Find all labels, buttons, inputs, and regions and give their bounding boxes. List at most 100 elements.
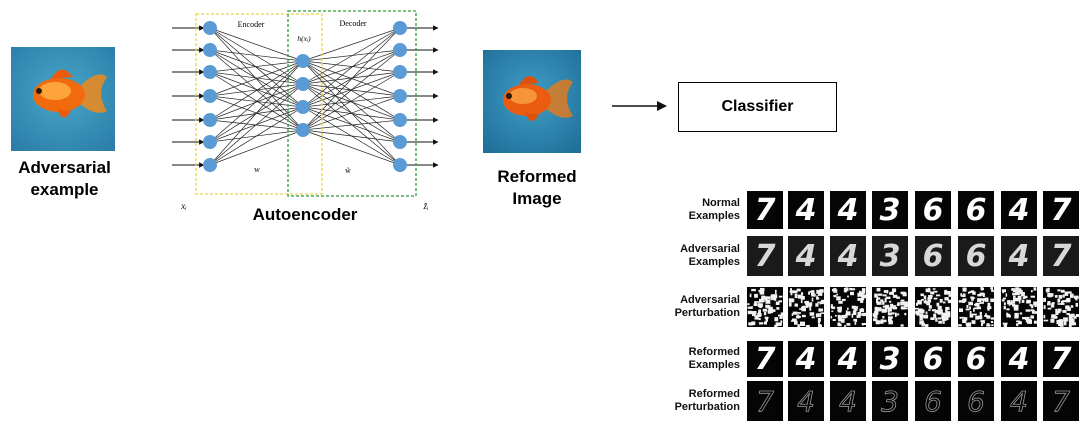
noise-speck bbox=[904, 312, 907, 316]
digit-glyph: 3 bbox=[881, 384, 900, 418]
noise-speck bbox=[973, 307, 975, 312]
encoder-edge bbox=[209, 27, 304, 108]
noise-speck bbox=[942, 313, 946, 316]
noise-speck bbox=[1065, 305, 1070, 310]
noise-speck bbox=[800, 296, 805, 300]
caption-line: Image bbox=[512, 189, 562, 208]
noise-speck bbox=[1020, 292, 1025, 297]
digit-glyph: 4 bbox=[795, 238, 817, 274]
noise-speck bbox=[753, 303, 758, 306]
noise-speck bbox=[930, 317, 935, 320]
noise-speck bbox=[935, 317, 938, 322]
noise-speck bbox=[1014, 315, 1019, 319]
noise-speck bbox=[1073, 295, 1079, 299]
reformed-image bbox=[483, 50, 581, 153]
noise-speck bbox=[991, 287, 994, 291]
noise-speck bbox=[791, 313, 794, 316]
digit-cell-reformed: 4 bbox=[830, 341, 866, 377]
noise-speck bbox=[919, 318, 923, 321]
noise-speck bbox=[756, 301, 761, 303]
noise-speck bbox=[754, 315, 759, 320]
noise-speck bbox=[1057, 303, 1062, 305]
noise-speck bbox=[966, 305, 969, 308]
noise-speck bbox=[1051, 314, 1056, 319]
noise-speck bbox=[919, 320, 924, 325]
noise-speck bbox=[851, 313, 854, 318]
noise-speck bbox=[765, 300, 771, 304]
digit-glyph: 6 bbox=[967, 384, 986, 418]
noise-speck bbox=[791, 318, 797, 322]
noise-speck bbox=[797, 294, 802, 299]
noise-speck bbox=[1061, 300, 1064, 305]
encoder-edge bbox=[209, 49, 304, 62]
noise-speck bbox=[1006, 308, 1010, 311]
noise-speck bbox=[751, 288, 756, 292]
noise-speck bbox=[771, 309, 776, 312]
noise-speck bbox=[831, 306, 836, 310]
noise-speck bbox=[1001, 299, 1005, 302]
noise-speck bbox=[794, 303, 798, 307]
noise-speck bbox=[857, 297, 861, 301]
digit-glyph: 7 bbox=[1050, 341, 1072, 377]
noise-speck bbox=[888, 316, 893, 319]
digit-glyph: 7 bbox=[754, 192, 776, 228]
noise-speck bbox=[818, 324, 822, 327]
noise-speck bbox=[1056, 320, 1061, 323]
noise-speck bbox=[876, 301, 882, 305]
noise-speck bbox=[1043, 297, 1046, 302]
noise-speck bbox=[1031, 309, 1035, 314]
noise-speck bbox=[968, 301, 973, 306]
encoder-edge bbox=[209, 60, 304, 73]
noise-speck bbox=[811, 316, 815, 319]
noise-speck bbox=[896, 296, 900, 299]
noise-speck bbox=[819, 289, 824, 293]
noise-speck bbox=[934, 310, 938, 314]
noise-speck bbox=[775, 322, 780, 327]
noise-speck bbox=[889, 300, 892, 303]
digit-cell-reformed-perturbation: 4 bbox=[830, 381, 866, 421]
noise-speck bbox=[1015, 290, 1018, 293]
noise-speck bbox=[1034, 303, 1037, 307]
noise-speck bbox=[836, 296, 841, 301]
noise-speck bbox=[850, 291, 854, 296]
noise-speck bbox=[933, 313, 937, 318]
noise-speck bbox=[754, 301, 757, 305]
noise-speck bbox=[1050, 304, 1055, 308]
noise-speck bbox=[977, 315, 983, 320]
noise-speck bbox=[874, 293, 878, 298]
grid-row-label-line: Adversarial bbox=[680, 243, 740, 255]
noise-speck bbox=[1013, 307, 1019, 311]
adversarial-example-caption: Adversarial example bbox=[2, 157, 127, 201]
digit-glyph: 3 bbox=[879, 192, 901, 228]
hidden-label: h(xᵢ) bbox=[297, 34, 311, 43]
noise-speck bbox=[921, 322, 925, 327]
digit-cell-perturbation bbox=[915, 287, 951, 327]
noise-speck bbox=[986, 315, 991, 319]
noise-speck bbox=[895, 312, 897, 317]
noise-speck bbox=[928, 309, 931, 311]
hidden-node bbox=[296, 100, 310, 114]
noise-speck bbox=[844, 314, 848, 318]
digit-cell-perturbation bbox=[958, 287, 994, 327]
noise-speck bbox=[991, 324, 994, 327]
noise-speck bbox=[809, 302, 813, 307]
noise-speck bbox=[882, 305, 886, 308]
noise-speck bbox=[900, 301, 905, 306]
noise-speck bbox=[962, 287, 967, 292]
w-label: w bbox=[254, 165, 260, 174]
noise-speck bbox=[928, 299, 932, 303]
noise-speck bbox=[987, 302, 991, 307]
noise-speck bbox=[948, 294, 951, 297]
noise-speck bbox=[792, 311, 798, 315]
noise-speck bbox=[972, 322, 975, 325]
digit-glyph: 6 bbox=[965, 192, 987, 228]
noise-speck bbox=[881, 308, 887, 313]
noise-speck bbox=[917, 308, 923, 311]
noise-speck bbox=[982, 293, 985, 297]
noise-speck bbox=[1048, 293, 1053, 298]
digit-cell-adversarial: 7 bbox=[1043, 236, 1079, 276]
noise-speck bbox=[919, 309, 925, 314]
digit-cell-reformed: 6 bbox=[958, 341, 994, 377]
